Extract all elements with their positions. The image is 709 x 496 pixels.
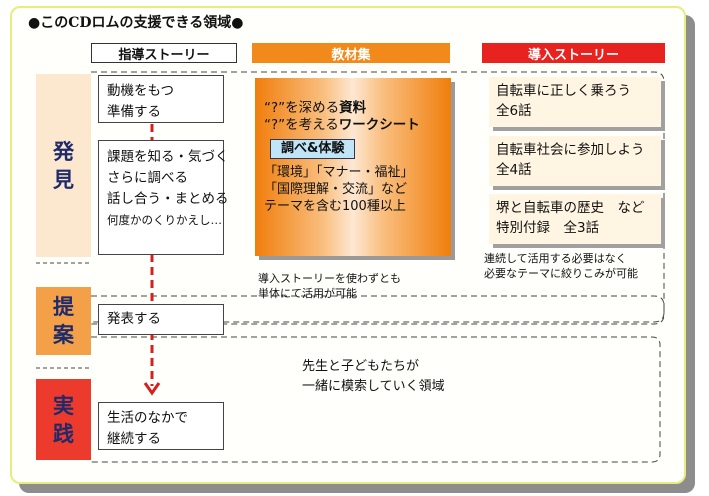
materials-line-1-bold: 資料 <box>339 100 367 116</box>
phase-practice: 実 践 <box>36 379 91 460</box>
column-header-intro: 導入ストーリー <box>482 43 665 63</box>
step-motivate-line-1: 動機をもつ <box>107 83 174 99</box>
intro-story-1-count: 全6話 <box>496 103 532 119</box>
materials-line-1-text: “?”を深める <box>264 100 340 116</box>
column-header-materials: 教材集 <box>252 43 450 63</box>
step-continue-line-2: 継続する <box>107 431 161 447</box>
materials-line-2: “?”を考えるワークシート <box>264 117 445 134</box>
column-header-guidance: 指導ストーリー <box>91 43 237 63</box>
materials-topic-1: 「環境」「マナー・福祉」 <box>264 165 414 180</box>
discovery-region-outline <box>91 71 665 323</box>
phase-proposal-char-1: 提 <box>53 295 74 319</box>
phase-discovery: 発 見 <box>36 74 91 257</box>
note-materials-line-2: 単体にて活用が可能 <box>258 287 357 300</box>
intro-story-3: 堺と自転車の歴史 など 特別付録 全3話 <box>489 194 661 244</box>
note-materials: 導入ストーリーを使わずとも 単体にて活用が可能 <box>258 271 401 301</box>
materials-line-2-text: “?”を考える <box>264 117 339 133</box>
note-center-line-2: 一緒に模索していく領域 <box>302 379 445 394</box>
note-intro: 連続して活用する必要はなく 必要なテーマに絞りこみが可能 <box>484 251 638 281</box>
practice-region-outline <box>91 336 661 463</box>
note-intro-line-1: 連続して活用する必要はなく <box>484 252 627 265</box>
materials-topic-2: 「国際理解・交流」など <box>264 182 408 197</box>
intro-story-1: 自転車に正しく乗ろう 全6話 <box>489 77 661 127</box>
diagram-title: ●このCDロムの支援できる領域● <box>28 15 244 31</box>
phase-proposal: 提 案 <box>36 287 91 355</box>
note-center-line-1: 先生と子どもたちが <box>302 359 420 374</box>
materials-line-2-bold: ワークシート <box>338 117 420 133</box>
step-continue-line-1: 生活のなかで <box>107 410 188 426</box>
step-motivate: 動機をもつ 準備する <box>98 75 224 123</box>
step-process-line-3: 話し合う・まとめる <box>107 191 229 207</box>
intro-story-2-count: 全4話 <box>496 162 532 178</box>
intro-story-3-count: 特別付録 全3話 <box>496 220 600 236</box>
step-process-line-1: 課題を知る・気づく <box>107 149 229 165</box>
phase-discovery-char-1: 発 <box>53 139 74 164</box>
step-process: 課題を知る・気づく さらに調べる 話し合う・まとめる 何度かのくりかえし… <box>98 140 229 255</box>
step-continue: 生活のなかで 継続する <box>98 402 224 450</box>
intro-story-3-title: 堺と自転車の歴史 など <box>496 200 645 216</box>
support-region-outline <box>91 295 665 325</box>
phase-proposal-char-2: 案 <box>53 323 74 347</box>
materials-line-1: “?”を深める資料 <box>264 100 445 117</box>
phase-discovery-char-2: 見 <box>53 167 74 192</box>
materials-box: “?”を深める資料 “?”を考えるワークシート 調べ&体験 「環境」「マナー・福… <box>255 78 451 256</box>
intro-story-1-title: 自転車に正しく乗ろう <box>496 83 631 99</box>
note-materials-line-1: 導入ストーリーを使わずとも <box>258 272 401 285</box>
note-center: 先生と子どもたちが 一緒に模索していく領域 <box>302 357 445 397</box>
note-intro-line-2: 必要なテーマに絞りこみが可能 <box>484 267 638 280</box>
step-motivate-line-2: 準備する <box>107 104 161 120</box>
research-experience-tag: 調べ&体験 <box>270 139 356 159</box>
materials-topic-3: テーマを含む100種以上 <box>264 199 406 214</box>
step-present: 発表する <box>98 304 224 335</box>
step-process-line-4: 何度かのくりかえし… <box>107 213 222 227</box>
step-process-line-2: さらに調べる <box>107 170 188 186</box>
intro-story-2-title: 自転車社会に参加しよう <box>496 142 645 158</box>
phase-practice-char-2: 践 <box>53 421 74 446</box>
intro-story-2: 自転車社会に参加しよう 全4話 <box>489 136 661 186</box>
flow-arrow-head <box>143 382 161 396</box>
phase-practice-char-1: 実 <box>53 393 74 418</box>
